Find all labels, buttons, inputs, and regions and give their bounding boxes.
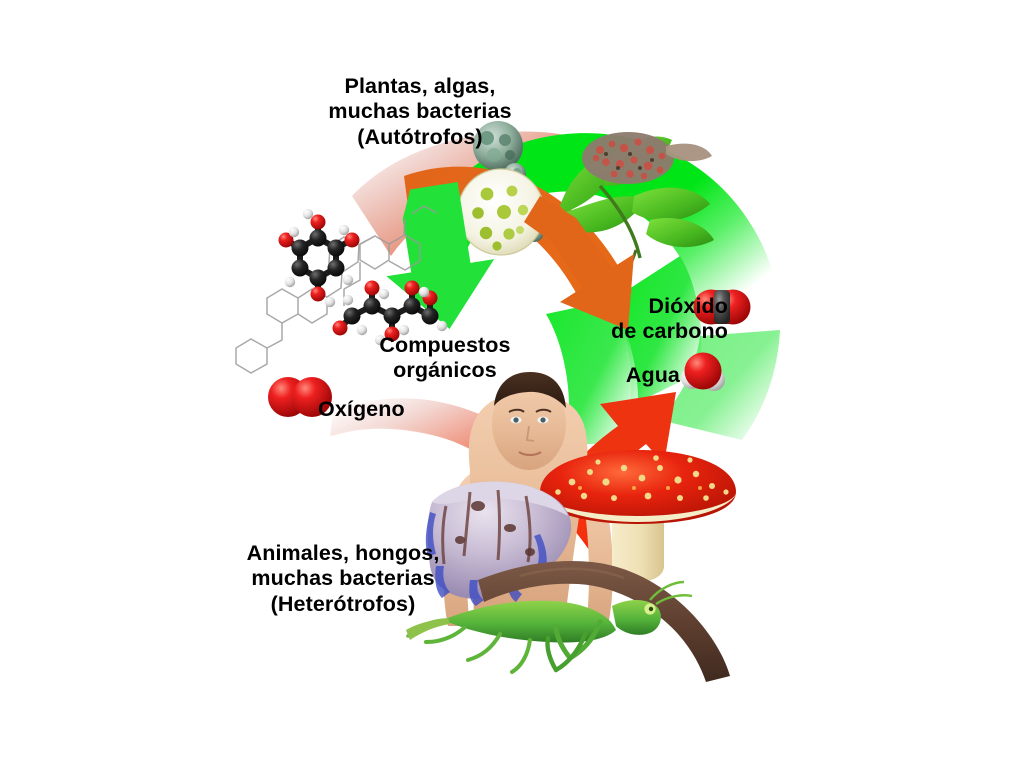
- carbon-dioxide-molecule: [693, 289, 751, 325]
- label-heterotrophs: Animales, hongos, muchas bacterias (Hete…: [246, 541, 440, 616]
- amanita-mushroom-icon: [540, 450, 736, 582]
- praying-mantis-icon: [406, 580, 693, 674]
- heterotroph-organisms: [406, 372, 736, 682]
- plant-icon: [560, 132, 714, 301]
- label-organic-compounds: Compuestos orgánicos: [379, 333, 511, 383]
- label-autotrophs: Plantas, algas, muchas bacterias (Autótr…: [328, 74, 512, 149]
- orange-output-arrow: [524, 196, 634, 330]
- organic-ball-stick-model-a: [278, 208, 360, 308]
- branch-icon: [478, 560, 730, 682]
- label-oxygen: Oxígeno: [318, 397, 405, 421]
- oxygen-molecule: [268, 377, 332, 417]
- organic-ball-stick-model-b: [332, 280, 448, 346]
- organic-skeletal-formulas: [235, 205, 438, 374]
- label-carbon-dioxide: Dióxido de carbono: [611, 294, 728, 344]
- water-molecule: [681, 352, 725, 391]
- label-water: Agua: [625, 363, 680, 387]
- volvox-icon: [457, 168, 545, 256]
